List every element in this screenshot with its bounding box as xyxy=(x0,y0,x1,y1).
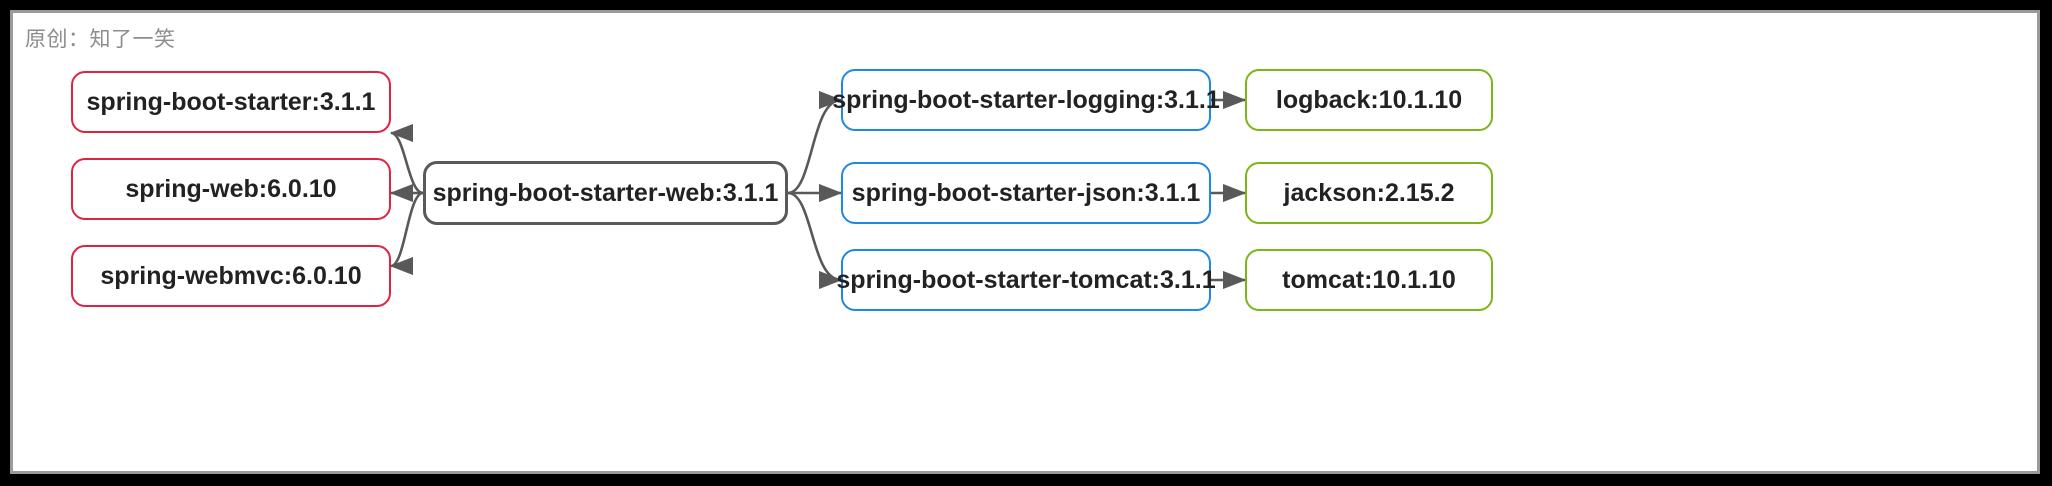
diagram-canvas: 原创：知了一笑 xyxy=(13,13,2037,471)
node-jackson[interactable]: jackson:2.15.2 xyxy=(1245,162,1493,224)
node-spring-webmvc[interactable]: spring-webmvc:6.0.10 xyxy=(71,245,391,307)
edge-center-to-spring-webmvc xyxy=(389,191,424,275)
node-spring-web[interactable]: spring-web:6.0.10 xyxy=(71,158,391,220)
node-spring-boot-starter[interactable]: spring-boot-starter:3.1.1 xyxy=(71,71,391,133)
edge-center-to-spring-boot-starter-tomcat xyxy=(787,191,843,290)
edge-center-to-spring-boot-starter xyxy=(389,123,424,195)
node-spring-boot-starter-web[interactable]: spring-boot-starter-web:3.1.1 xyxy=(423,161,788,225)
diagram-frame: 原创：知了一笑 xyxy=(10,10,2040,474)
watermark-label: 原创：知了一笑 xyxy=(25,27,176,51)
node-spring-boot-starter-tomcat[interactable]: spring-boot-starter-tomcat:3.1.1 xyxy=(836,249,1216,311)
node-spring-boot-starter-logging[interactable]: spring-boot-starter-logging:3.1.1 xyxy=(832,69,1220,131)
node-tomcat[interactable]: tomcat:10.1.10 xyxy=(1245,249,1493,311)
node-logback[interactable]: logback:10.1.10 xyxy=(1245,69,1493,131)
node-spring-boot-starter-json[interactable]: spring-boot-starter-json:3.1.1 xyxy=(841,162,1211,224)
